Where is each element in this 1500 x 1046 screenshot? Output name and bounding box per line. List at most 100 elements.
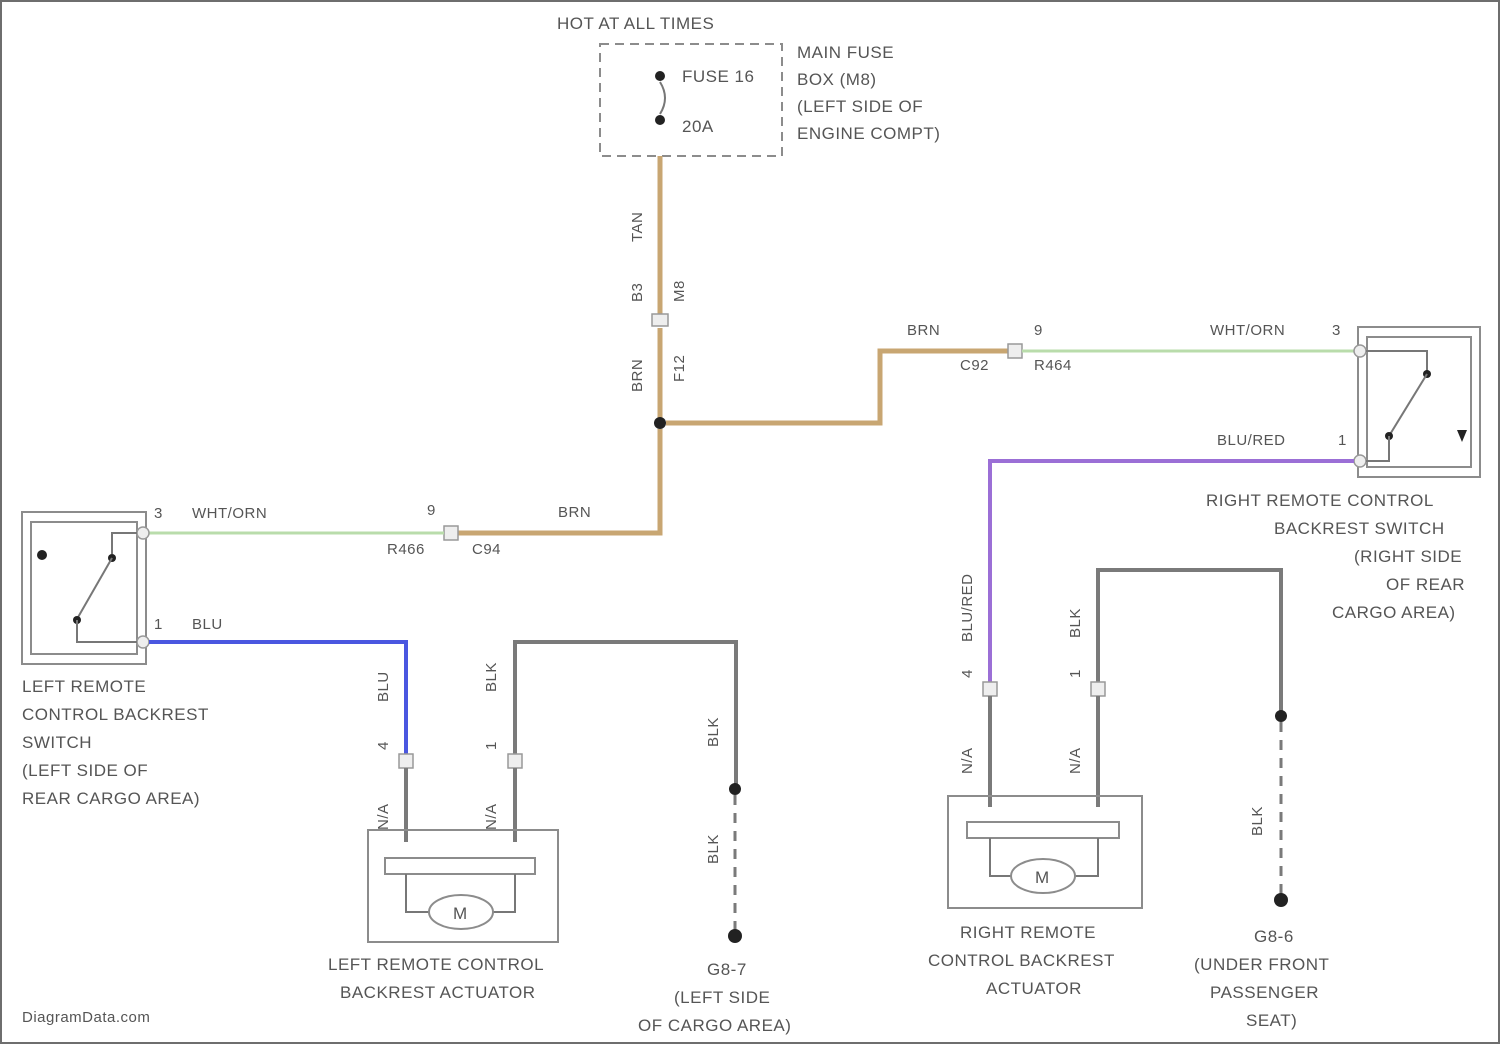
right-switch-in-pin: 3 (1332, 322, 1341, 339)
left-branch-connector (444, 526, 458, 540)
left-act-wire-a-pin: 4 (375, 741, 392, 750)
left-branch-pin: 9 (427, 502, 436, 519)
left-actuator-lead-in (406, 874, 430, 912)
left-switch-out-wire (149, 642, 406, 754)
right-actuator-lead-in (990, 838, 1012, 876)
right-actuator-label-2: CONTROL BACKREST (928, 951, 1115, 970)
left-switch-in-pin: 3 (154, 505, 163, 522)
left-branch-conn: R466 (387, 541, 425, 558)
left-ground-splice (729, 783, 741, 795)
right-actuator-outline (948, 796, 1142, 908)
left-switch-contact-in (112, 533, 137, 554)
right-switch-pin-3 (1354, 345, 1366, 357)
right-act-pin-b (1091, 682, 1105, 696)
right-switch-blade (1389, 374, 1427, 436)
right-switch-inner (1367, 337, 1471, 467)
right-ground-wire-color: BLK (1249, 806, 1266, 836)
left-switch-label-3: SWITCH (22, 733, 92, 752)
feed-splice-color: BRN (629, 359, 646, 392)
left-act-wire-b-conn: N/A (483, 803, 500, 830)
fuse-box-label-3: (LEFT SIDE OF (797, 97, 923, 116)
left-actuator-lead-out (492, 874, 515, 912)
fuse-amp-label: 20A (682, 117, 714, 136)
right-switch-outline (1358, 327, 1480, 477)
left-act-wire-a-color: BLU (375, 671, 392, 702)
right-switch-label-2: BACKREST SWITCH (1274, 519, 1445, 538)
fuse-box-label-1: MAIN FUSE (797, 43, 894, 62)
left-ground-label-2: (LEFT SIDE (674, 988, 770, 1007)
left-actuator-motor-label: M (453, 904, 468, 923)
left-ground-label-3: OF CARGO AREA) (638, 1016, 791, 1035)
fuse-box-label-4: ENGINE COMPT) (797, 124, 940, 143)
right-branch-wire (666, 351, 1010, 423)
right-branch-connector (1008, 344, 1022, 358)
right-ground-label-1: G8-6 (1254, 927, 1294, 946)
right-act-wire-b-conn: N/A (1067, 747, 1084, 774)
left-switch-pin-3 (137, 527, 149, 539)
feed-wire-color: TAN (629, 212, 646, 242)
left-act-ground-wire (515, 642, 736, 788)
right-branch-conn: C92 (960, 357, 989, 374)
left-switch-out-pin: 1 (154, 616, 163, 633)
right-ground-point (1274, 893, 1288, 907)
right-switch-out-pin: 1 (1338, 432, 1347, 449)
right-ground-label-4: SEAT) (1246, 1011, 1297, 1030)
left-switch-blade (77, 558, 112, 619)
left-ground-wire-color2: BLK (705, 834, 722, 864)
right-switch-label-5: CARGO AREA) (1332, 603, 1456, 622)
right-switch-contact-in (1366, 351, 1427, 372)
hot-at-all-times-label: HOT AT ALL TIMES (557, 14, 714, 33)
left-act-pin-a (399, 754, 413, 768)
left-act-wire-a-conn: N/A (375, 803, 392, 830)
right-act-pin-a (983, 682, 997, 696)
left-branch-color: BRN (558, 504, 591, 521)
fuse-box-label-2: BOX (M8) (797, 70, 877, 89)
fuse-terminal-bottom (655, 115, 665, 125)
left-switch-label-4: (LEFT SIDE OF (22, 761, 148, 780)
right-act-wire-a-conn: N/A (959, 747, 976, 774)
left-switch-label-2: CONTROL BACKREST (22, 705, 209, 724)
left-actuator-label-1: LEFT REMOTE CONTROL (328, 955, 544, 974)
right-ground-label-2: (UNDER FRONT (1194, 955, 1329, 974)
left-act-wire-b-pin: 1 (483, 741, 500, 750)
fuse-element (660, 82, 665, 114)
left-switch-in-color: WHT/ORN (192, 505, 267, 522)
right-switch-terminal (1457, 430, 1467, 442)
left-switch-pin-1 (137, 636, 149, 648)
left-branch-conn2: C94 (472, 541, 501, 558)
left-act-wire-b-color: BLK (483, 662, 500, 692)
feed-pin-label: B3 (629, 283, 646, 302)
left-act-pin-b (508, 754, 522, 768)
right-switch-pin-1 (1354, 455, 1366, 467)
left-ground-label-1: G8-7 (707, 960, 747, 979)
right-branch-pin: 9 (1034, 322, 1043, 339)
right-ground-label-3: PASSENGER (1210, 983, 1319, 1002)
right-actuator-label-1: RIGHT REMOTE (960, 923, 1096, 942)
left-ground-point (728, 929, 742, 943)
left-switch-terminal (37, 550, 47, 560)
right-act-ground-wire (1098, 570, 1281, 714)
left-switch-label-1: LEFT REMOTE (22, 677, 146, 696)
right-switch-label-1: RIGHT REMOTE CONTROL (1206, 491, 1434, 510)
right-actuator-motor-label: M (1035, 868, 1050, 887)
right-switch-out-color: BLU/RED (1217, 432, 1286, 449)
right-actuator-label-3: ACTUATOR (986, 979, 1082, 998)
right-switch-contact-out (1366, 436, 1389, 461)
right-act-wire-a-color: BLU/RED (959, 573, 976, 642)
right-act-wire-b-pin: 1 (1067, 669, 1084, 678)
splice-node (654, 417, 666, 429)
left-switch-contact-out (77, 620, 137, 642)
right-switch-in-color: WHT/ORN (1210, 322, 1285, 339)
right-switch-label-3: (RIGHT SIDE (1354, 547, 1462, 566)
right-switch-label-4: OF REAR (1386, 575, 1465, 594)
right-act-wire-a-pin: 4 (959, 669, 976, 678)
left-actuator-label-2: BACKREST ACTUATOR (340, 983, 536, 1002)
left-actuator-outline (368, 830, 558, 942)
watermark: DiagramData.com (22, 1009, 150, 1026)
right-actuator-connector (967, 822, 1119, 838)
left-switch-inner (31, 522, 137, 654)
right-branch-color: BRN (907, 322, 940, 339)
fuse-terminal-top (655, 71, 665, 81)
